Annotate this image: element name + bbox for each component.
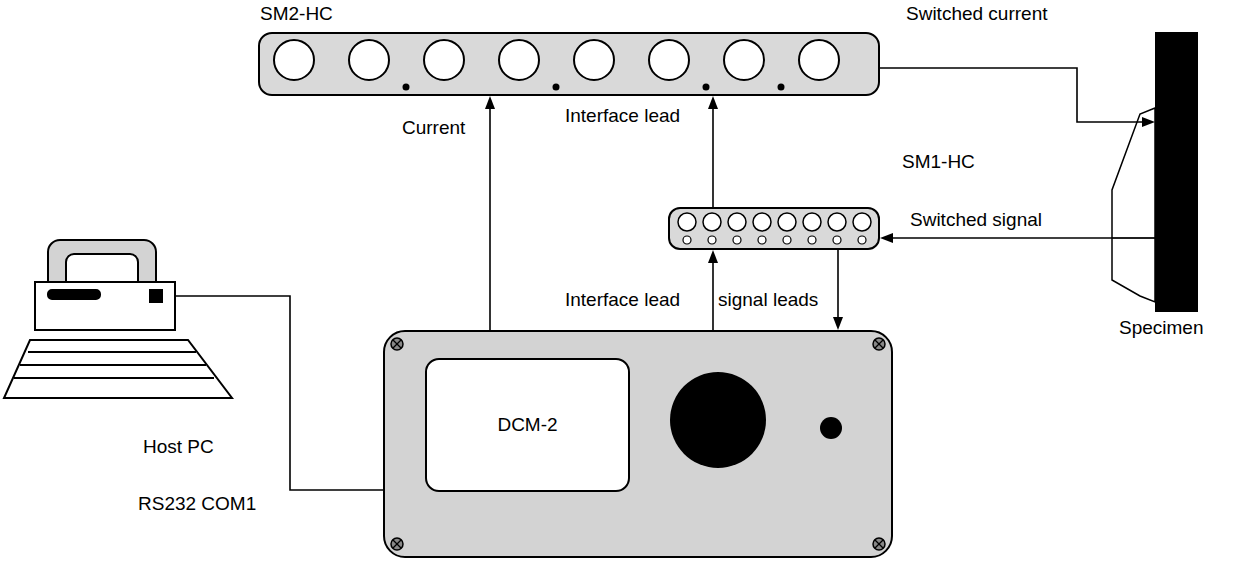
connector-label: signal leads bbox=[716, 290, 820, 311]
module-detail bbox=[260, 34, 878, 94]
arrowhead bbox=[833, 317, 843, 330]
host-computer: Host PC bbox=[35, 282, 175, 330]
connector-line bbox=[880, 68, 1142, 122]
connector-label: Current bbox=[400, 118, 467, 139]
connector-line bbox=[712, 263, 714, 330]
arrowhead bbox=[880, 233, 893, 243]
connector-label: Interface lead bbox=[563, 106, 682, 127]
connector bbox=[833, 250, 843, 330]
connector-label: Switched current bbox=[904, 4, 1050, 25]
connector bbox=[485, 96, 495, 330]
connector bbox=[880, 68, 1155, 127]
node-label: SM1-HC bbox=[902, 152, 975, 173]
arrowhead bbox=[485, 96, 495, 109]
connector-label: RS232 COM1 bbox=[136, 494, 258, 515]
arrowhead bbox=[708, 250, 718, 263]
node-label: Host PC bbox=[143, 437, 214, 458]
switch-module: SM2-HC bbox=[258, 32, 880, 96]
computer-illustration bbox=[4, 240, 232, 398]
display-panel: DCM-2 bbox=[425, 358, 630, 492]
switch-module: SM1-HC bbox=[668, 207, 880, 250]
control-unit: DCM-2 bbox=[383, 330, 893, 558]
node-label: Specimen bbox=[1119, 318, 1204, 339]
connector bbox=[708, 96, 718, 207]
connector-label: Interface lead bbox=[563, 290, 682, 311]
connector-line bbox=[489, 109, 491, 330]
arrowhead bbox=[708, 96, 718, 109]
connector-label: Switched signal bbox=[908, 210, 1044, 231]
specimen-bar: Specimen bbox=[1155, 32, 1198, 312]
specimen-fixture bbox=[1112, 108, 1155, 302]
connector-line bbox=[712, 109, 714, 207]
node-label: DCM-2 bbox=[497, 414, 557, 436]
node-label: SM2-HC bbox=[260, 4, 333, 25]
connector-line bbox=[837, 250, 839, 317]
connector bbox=[880, 233, 1155, 243]
connector-line bbox=[175, 296, 383, 490]
connector-line bbox=[893, 237, 1155, 239]
connector bbox=[175, 296, 383, 490]
module-detail bbox=[670, 209, 878, 248]
arrowhead bbox=[1142, 117, 1155, 127]
